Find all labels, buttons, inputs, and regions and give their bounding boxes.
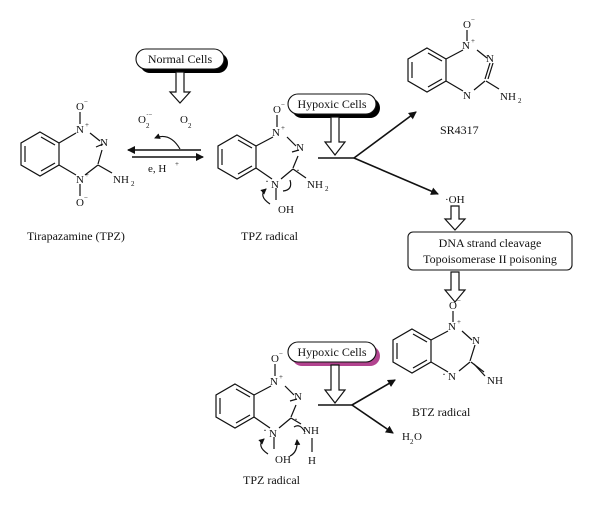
hypoxic-hollow-arrow-1 [323,116,347,156]
tirapazamine-label: Tirapazamine (TPZ) [27,229,125,243]
svg-text:H: H [402,431,410,443]
svg-text:O: O [180,114,188,126]
hypoxic-hollow-arrow-2 [323,364,347,404]
svg-text:NH: NH [113,174,129,186]
svg-text:N: N [448,371,456,383]
tirapazamine-structure: N + N N + O − O − NH 2 [20,98,135,209]
arrow-to-hydroxyl [353,157,439,195]
svg-text:·: · [265,174,269,188]
svg-text:O: O [138,114,146,126]
svg-text:O: O [449,300,457,312]
btz-radical-structure: N + N N · O − NH [392,297,503,387]
svg-text:−: − [279,350,283,358]
dna-hollow-arrow [443,271,467,303]
svg-text:−: − [84,194,88,202]
svg-text:N: N [462,40,470,52]
tpz-radical-label: TPZ radical [241,229,299,243]
svg-text:NH: NH [303,425,319,437]
svg-text:−: − [471,16,475,24]
sr4317-label: SR4317 [440,123,479,137]
tpz-radical-structure-2: N + N N · · O − NH H OH [215,350,319,467]
svg-text:O: O [76,197,84,209]
svg-text:2: 2 [131,180,135,188]
svg-text:NH: NH [500,91,516,103]
svg-text:O: O [414,431,422,443]
svg-text:·: · [263,423,267,437]
svg-text:N: N [296,142,304,154]
svg-text:+: + [457,318,461,326]
svg-text:N: N [271,179,279,191]
hydroxyl-radical: ·OH [445,194,465,206]
svg-text:+: + [175,160,179,168]
svg-text:+: + [85,171,89,179]
svg-text:+: + [471,37,475,45]
svg-text:−: − [281,101,285,109]
svg-text:2: 2 [146,122,150,130]
svg-text:N: N [76,124,84,136]
svg-text:N: N [100,137,108,149]
svg-text:N: N [269,428,277,440]
normal-cells-hollow-arrow [168,71,192,104]
hypoxic-cells-label-2: Hypoxic Cells [287,341,380,366]
svg-text:−: − [84,98,88,106]
svg-text:N: N [448,321,456,333]
svg-text:N: N [463,90,471,102]
svg-text:·: · [442,367,446,381]
svg-text:e, H: e, H [148,163,166,175]
arrow-to-btz [351,379,396,406]
tpz-radical-label-2: TPZ radical [243,473,301,487]
svg-text:+: + [85,121,89,129]
svg-text:N: N [270,376,278,388]
svg-text:N: N [76,174,84,186]
svg-text:Hypoxic Cells: Hypoxic Cells [298,345,367,359]
svg-text:N: N [272,127,280,139]
svg-text:+: + [281,124,285,132]
arrow-to-water [351,404,394,434]
svg-text:·: · [294,412,298,426]
hypoxic-cells-label-1: Hypoxic Cells [287,93,380,118]
svg-text:OH: OH [275,454,291,466]
water-product: H 2 O [402,431,422,446]
svg-text:Topoisomerase II poisoning: Topoisomerase II poisoning [423,252,557,266]
svg-text:·−: ·− [146,111,152,119]
svg-text:NH: NH [307,179,323,191]
svg-text:−: − [457,297,461,305]
svg-text:+: + [279,373,283,381]
svg-text:O: O [271,353,279,365]
normal-cells-label: Normal Cells [135,48,228,73]
svg-text:2: 2 [410,438,414,446]
svg-text:DNA strand cleavage: DNA strand cleavage [439,236,542,250]
svg-text:2: 2 [188,122,192,130]
svg-text:O: O [273,104,281,116]
svg-text:Normal Cells: Normal Cells [148,52,213,66]
svg-text:2: 2 [325,185,329,193]
svg-text:N: N [472,335,480,347]
arrow-to-sr4317 [353,111,417,159]
svg-text:OH: OH [278,204,294,216]
tpz-radical-structure: N + N N · · O − NH 2 OH [217,101,329,216]
svg-text:NH: NH [487,375,503,387]
dna-damage-box: DNA strand cleavage Topoisomerase II poi… [407,231,573,271]
svg-text:O: O [463,19,471,31]
svg-text:2: 2 [518,97,522,105]
svg-text:H: H [308,455,316,467]
hydroxyl-hollow-arrow [443,205,467,231]
svg-text:N: N [294,391,302,403]
redox-equilibrium: O ·− 2 O 2 e, H + [127,111,204,175]
svg-text:O: O [76,101,84,113]
svg-text:Hypoxic Cells: Hypoxic Cells [298,97,367,111]
svg-text:·: · [296,163,300,177]
btz-radical-label: BTZ radical [412,405,471,419]
sr4317-structure: N + N N O − NH 2 [407,16,522,105]
svg-text:N: N [486,53,494,65]
